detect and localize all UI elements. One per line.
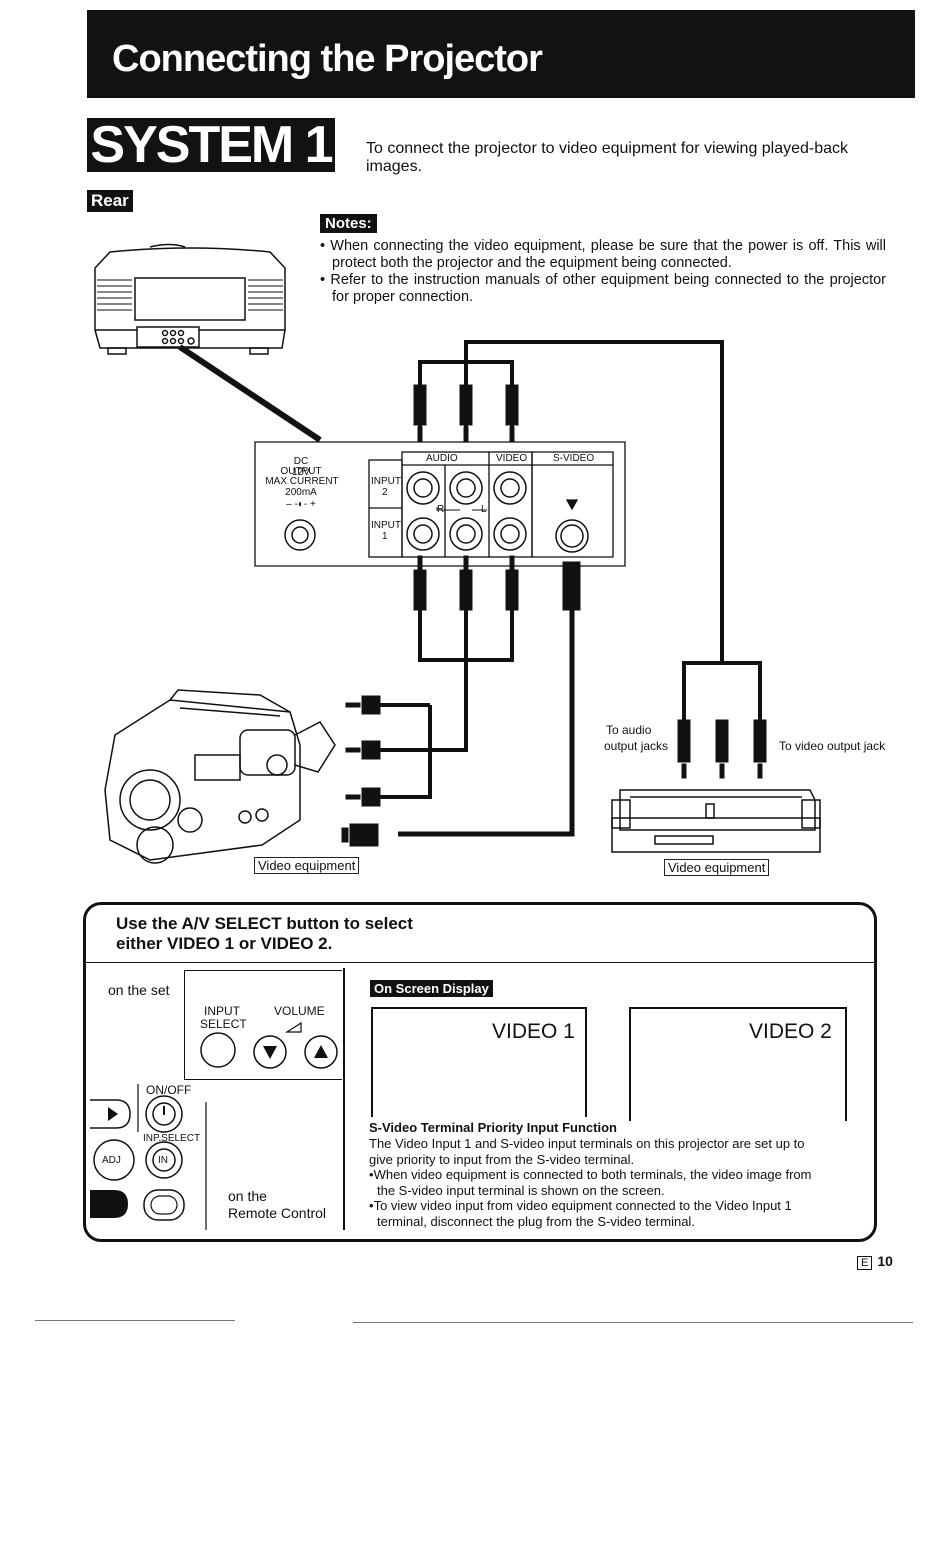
dc-label-4: 200mA: [285, 487, 317, 498]
panel-column-divider: [343, 968, 345, 1230]
page-number: E 10: [857, 1253, 893, 1270]
dc-label-1: DC 12V: [292, 456, 310, 478]
input2-number: 2: [382, 487, 388, 498]
input2-label: INPUT: [371, 476, 401, 487]
adj-label: ADJ: [102, 1155, 121, 1166]
set-controls-box: [184, 970, 342, 1080]
rounded-button[interactable]: [143, 1189, 185, 1221]
note-item: Refer to the instruction manuals of othe…: [320, 272, 886, 306]
remote-label-1: on the: [228, 1188, 267, 1204]
input-select-label-2: SELECT: [200, 1017, 247, 1031]
panel-title-line-2: either VIDEO 1 or VIDEO 2.: [116, 934, 333, 953]
dc-polarity-icon: – -◐- +: [286, 499, 316, 510]
terminal-panel: [254, 441, 626, 567]
input-select-button[interactable]: [200, 1032, 236, 1068]
l-label: L: [481, 504, 487, 515]
on-the-set-label: on the set: [108, 982, 170, 998]
connection-diagram: [94, 243, 821, 864]
rear-label: Rear: [87, 190, 133, 212]
in-button[interactable]: [145, 1141, 183, 1179]
svideo-intro: The Video Input 1 and S-video input term…: [369, 1136, 805, 1167]
input1-number: 1: [382, 531, 388, 542]
video-header: VIDEO: [496, 453, 528, 464]
on-off-label: ON/OFF: [146, 1083, 192, 1097]
svideo-bullet: •When video equipment is connected to bo…: [369, 1167, 812, 1198]
system-label: SYSTEM 1: [87, 118, 335, 172]
dc-label-2: OUTPUT: [280, 466, 322, 477]
inp-select-label: INP.SELECT: [143, 1133, 201, 1144]
r-label: R: [437, 504, 445, 515]
svideo-bullet: •To view video input from video equipmen…: [369, 1198, 792, 1229]
triangle-up-icon: [314, 1045, 328, 1058]
in-label: IN: [158, 1155, 168, 1166]
panel-title: Use the A/V SELECT button to select eith…: [116, 914, 413, 954]
video-jack-label: To video output jack: [779, 739, 886, 753]
svideo-title: S-Video Terminal Priority Input Function: [369, 1120, 617, 1135]
panel-divider: [86, 962, 875, 963]
adj-button[interactable]: [93, 1139, 135, 1181]
volume-up-button[interactable]: [304, 1035, 338, 1069]
camcorder-caption: Video equipment: [254, 857, 360, 874]
audio-header: AUDIO: [426, 453, 458, 464]
on-off-button[interactable]: [145, 1095, 183, 1133]
power-icon: [152, 1102, 176, 1126]
camcorder-illustration: [104, 689, 336, 864]
osd-heading: On Screen Display: [370, 980, 493, 997]
play-button[interactable]: [90, 1099, 131, 1129]
black-button[interactable]: [90, 1190, 128, 1218]
osd-screen-video1: [371, 1007, 587, 1117]
audio-jacks-label-1: To audio: [606, 723, 652, 737]
triangle-down-icon: [263, 1046, 277, 1059]
audio-jacks-label-2: output jacks: [604, 739, 669, 753]
play-icon: [108, 1107, 118, 1121]
remote-control-illustration: [90, 1084, 207, 1230]
osd-screen-video2: [629, 1007, 847, 1121]
scan-line-left: [35, 1320, 235, 1321]
note-item: When connecting the video equipment, ple…: [320, 238, 886, 272]
input-select-label-1: INPUT: [204, 1004, 240, 1018]
page-number-value: 10: [877, 1253, 893, 1269]
panel-title-line-1: Use the A/V SELECT button to select: [116, 914, 413, 933]
svideo-body: The Video Input 1 and S-video input term…: [369, 1136, 829, 1229]
notes-list: When connecting the video equipment, ple…: [320, 238, 886, 306]
dc-label-3: MAX CURRENT: [265, 476, 339, 487]
scan-line-right: [353, 1322, 913, 1323]
vcr-illustration: [611, 789, 821, 853]
osd-video1-label: VIDEO 1: [492, 1020, 575, 1043]
volume-label: VOLUME: [274, 1004, 325, 1018]
set-buttons: [200, 1021, 338, 1069]
svideo-header: S-VIDEO: [553, 453, 595, 464]
notes-heading: Notes:: [320, 214, 377, 233]
page-title: Connecting the Projector: [112, 38, 543, 80]
projector-illustration: [94, 243, 286, 355]
select-panel: [83, 902, 877, 1242]
osd-video2-label: VIDEO 2: [749, 1020, 832, 1043]
volume-wedge-icon: [284, 1021, 302, 1033]
header-bar: [87, 10, 915, 98]
system-description: To connect the projector to video equipm…: [366, 140, 849, 175]
volume-down-button[interactable]: [253, 1035, 287, 1069]
vcr-caption: Video equipment: [664, 859, 770, 876]
input1-label: INPUT: [371, 520, 401, 531]
language-badge: E: [857, 1256, 873, 1270]
remote-label-2: Remote Control: [228, 1205, 327, 1221]
